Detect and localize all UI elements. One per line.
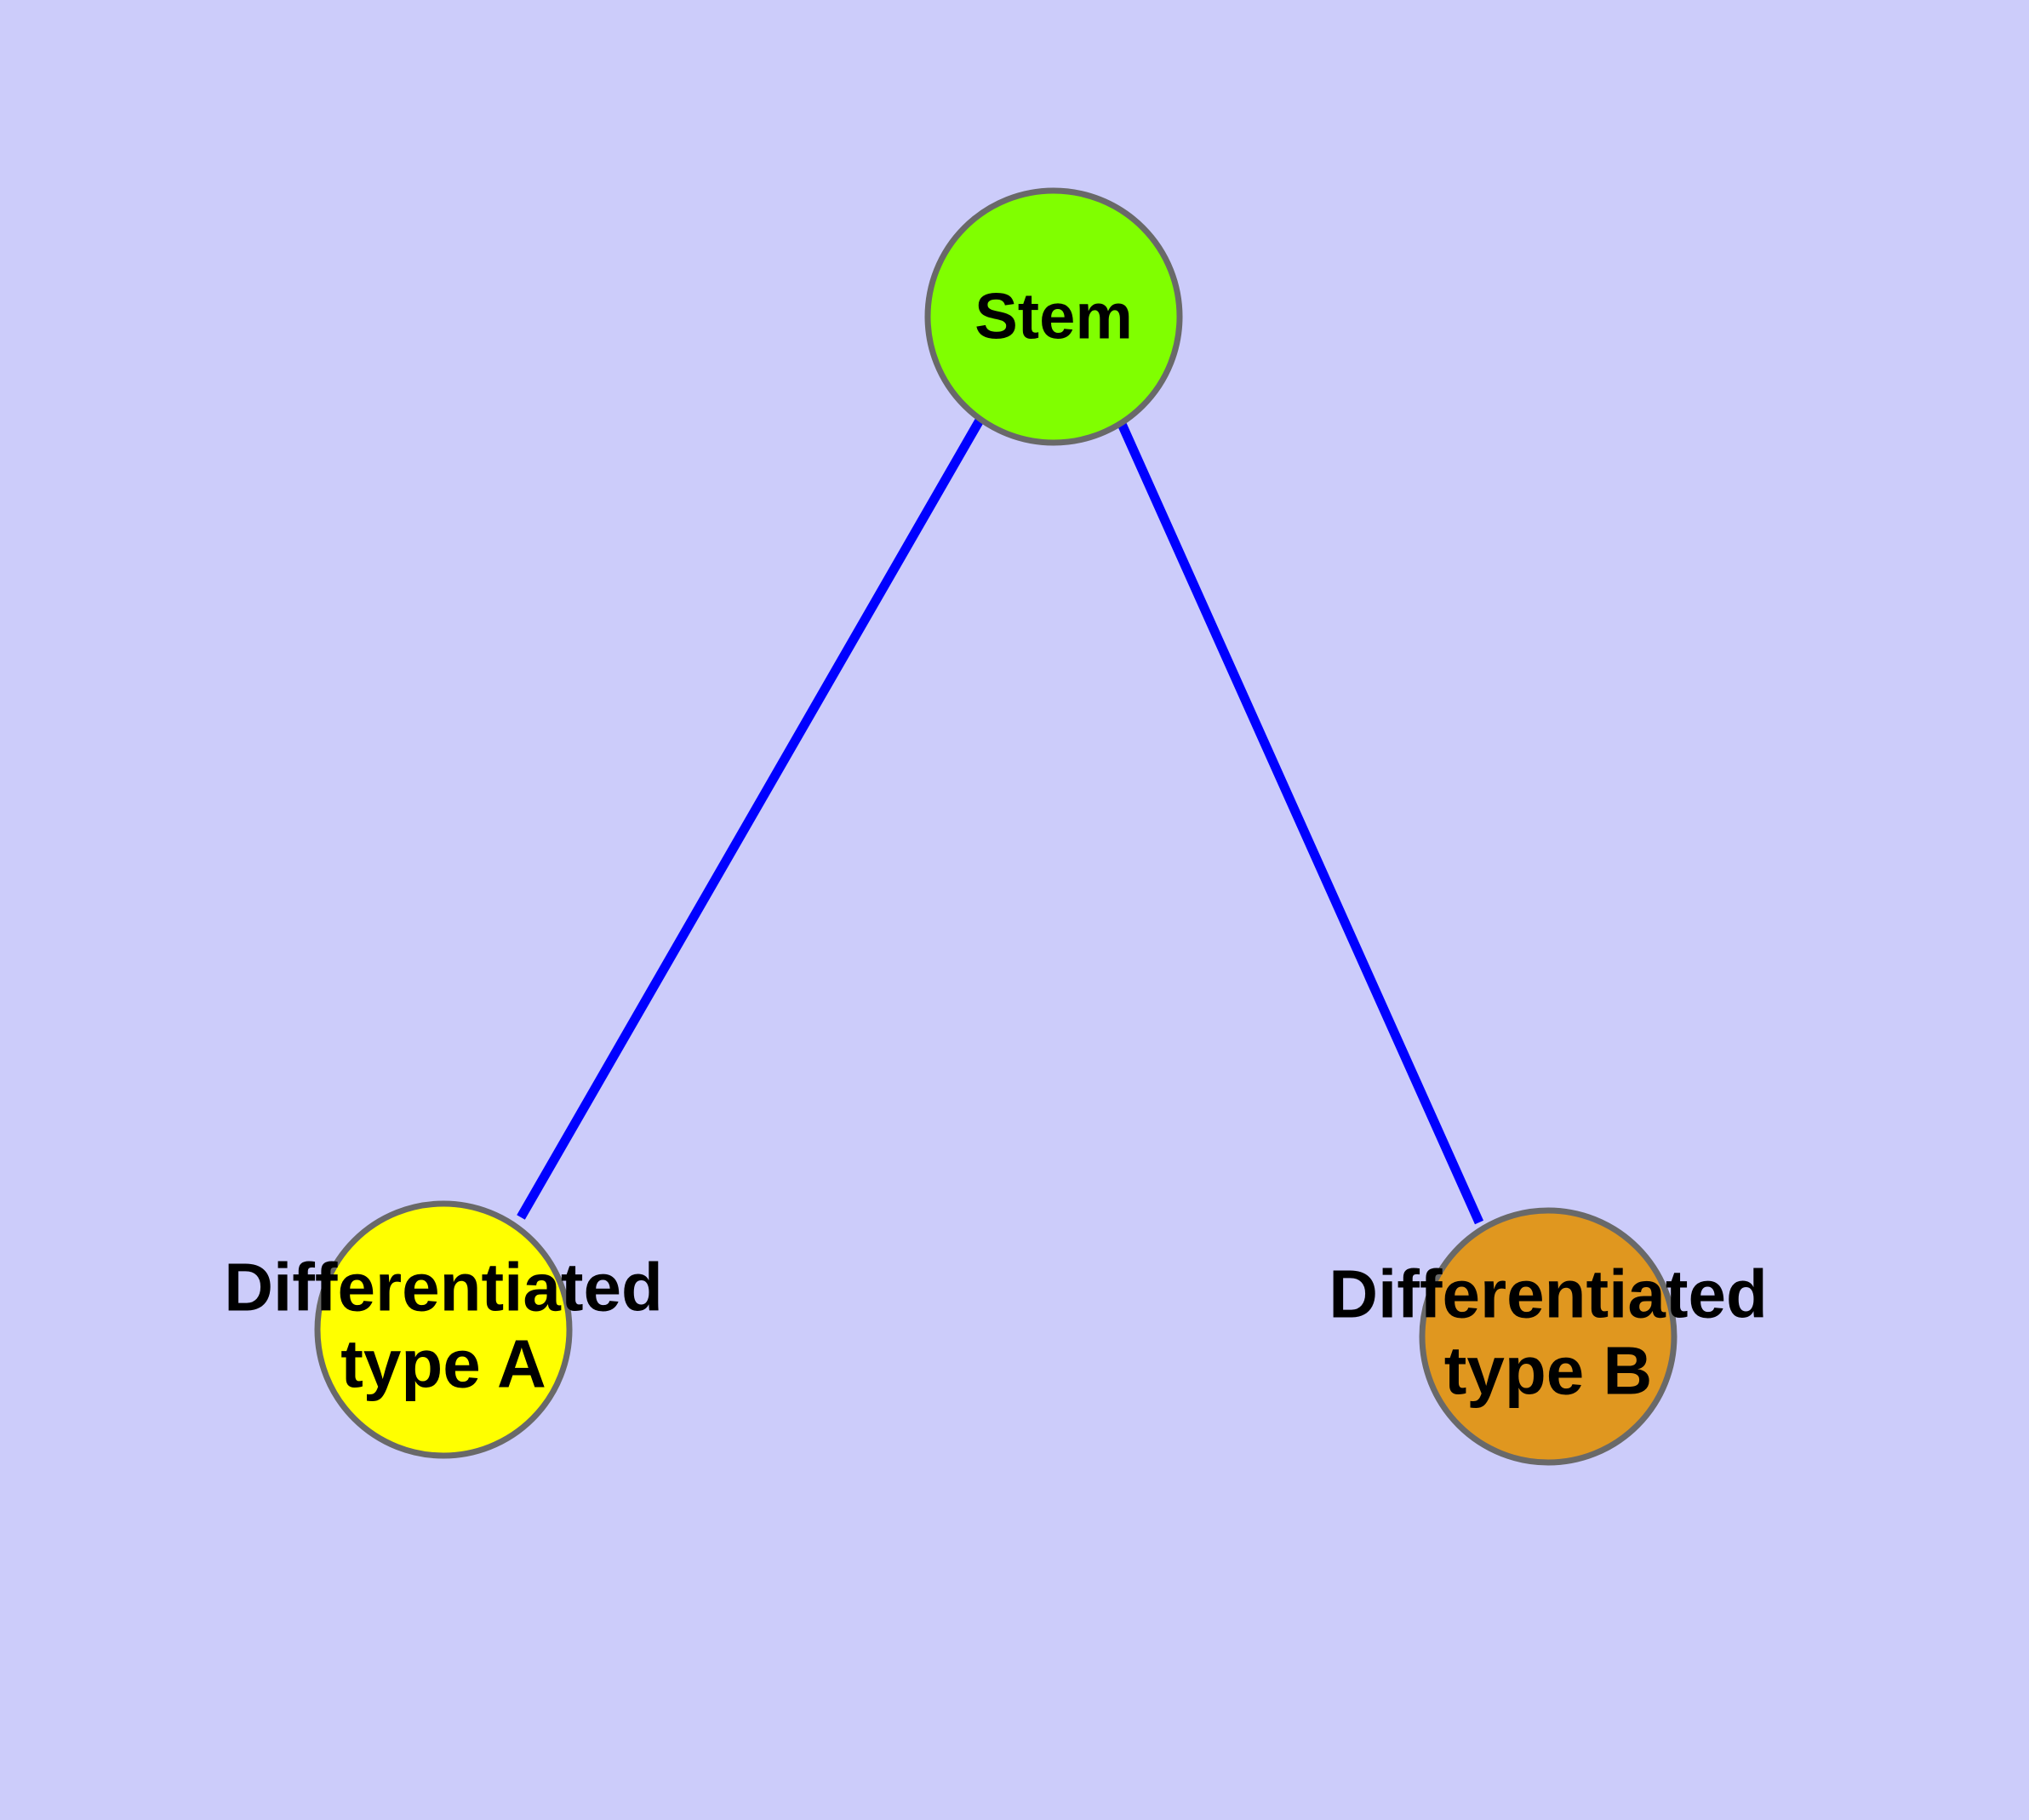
node-diff-a[interactable] [314, 1200, 573, 1459]
edge-layer [517, 416, 1484, 1225]
node-diff-b[interactable] [1419, 1207, 1677, 1466]
node-layer [314, 187, 1677, 1466]
edge-stem-to-diff-b[interactable] [1117, 421, 1484, 1225]
node-stem[interactable] [924, 187, 1183, 446]
edge-stem-to-diff-a[interactable] [517, 416, 985, 1220]
